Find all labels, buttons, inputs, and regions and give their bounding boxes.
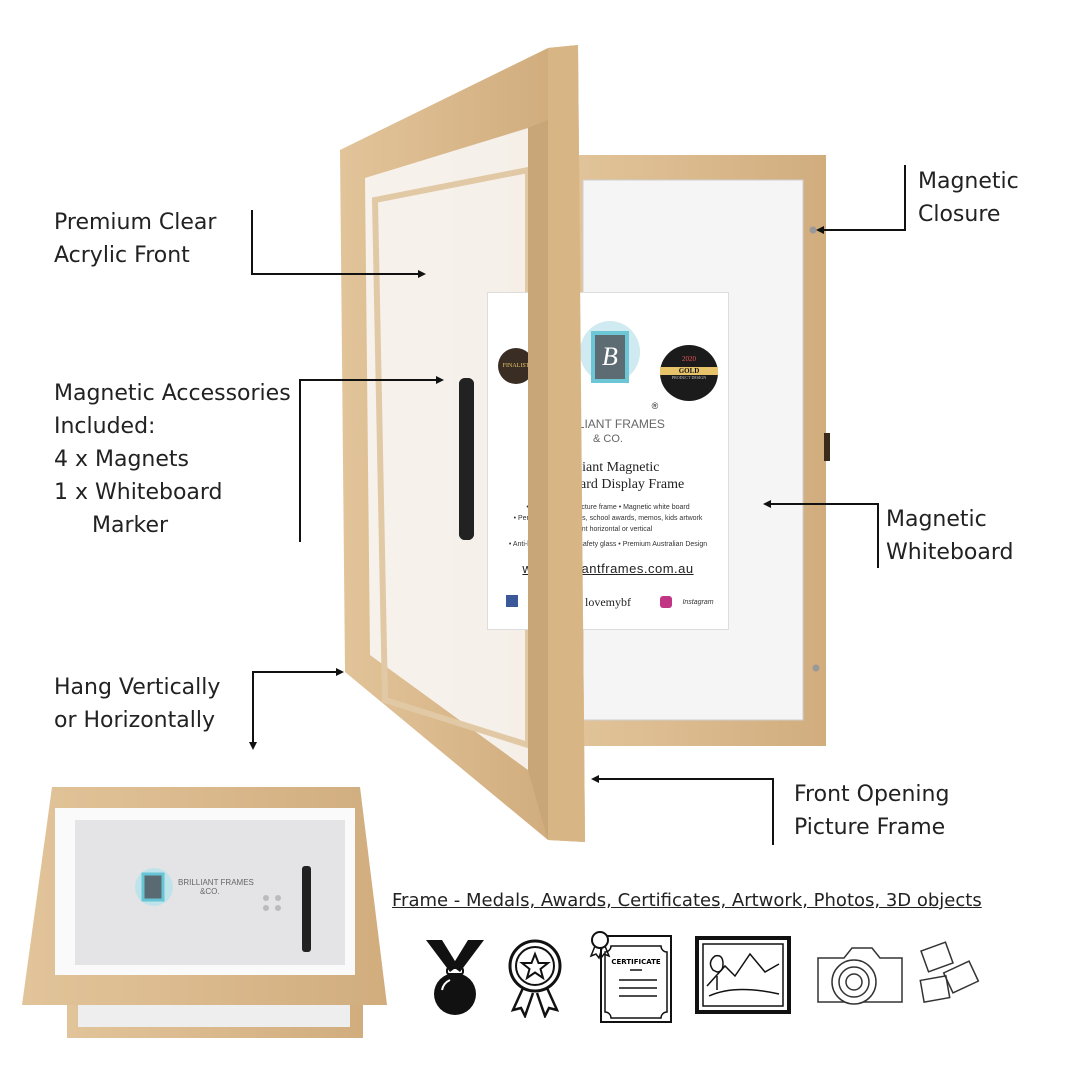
badge-gold: 2020 GOLD PRODUCT DESIGN [660,345,718,401]
small-frame-back-board [78,1005,350,1027]
framed-artwork-icon [695,936,791,1014]
callout-front-opening: Front Opening Picture Frame [794,778,949,844]
small-frame-brand: BRILLIANT FRAMES &CO. [178,878,254,896]
facebook-icon [506,595,518,607]
callout-line: Whiteboard [886,540,1014,565]
small-brand-name: BRILLIANT FRAMES [178,878,254,887]
callout-accessories: Magnetic Accessories Included: 4 x Magne… [54,377,291,542]
callout-line: Premium Clear [54,210,217,235]
certificate-icon: CERTIFICATE [589,931,672,1023]
small-frame-board [75,820,345,965]
registered-mark: ® [651,401,659,411]
logo-letter: B [591,331,629,383]
medal-icon [426,940,484,1015]
callout-line: Front Opening [794,782,950,807]
callout-line: Hang Vertically [54,675,221,700]
poster-title-1: Brilliant Magnetic [556,460,660,475]
poster-bullet: • Perfect for certificates, school award… [513,515,703,522]
callout-line: Closure [918,202,1001,227]
callout-line: Magnetic [918,169,1019,194]
callout-line: or Horizontally [54,708,215,733]
instagram-icon [660,596,672,608]
poster-bullet: • Anti-bacterial acrylic, safety glass •… [508,541,708,548]
badge-gold-text: GOLD [660,367,718,375]
callout-closure: Magnetic Closure [918,165,1019,231]
poster-social: lovemybf [585,595,631,609]
callout-line: Magnetic [886,507,987,532]
badge-sub: PRODUCT DESIGN [671,375,707,380]
callout-line: Included: [54,414,156,439]
callout-line: 4 x Magnets [54,447,189,472]
callout-hang: Hang Vertically or Horizontally [54,671,220,737]
hanger [824,433,830,461]
poster-title-2: Whiteboard Display Frame [531,477,685,492]
callout-line: Marker [92,513,169,538]
callout-line: 1 x Whiteboard [54,480,223,505]
small-brand-suffix: &CO. [200,887,220,896]
badge-finalist: FINALIST [498,348,534,384]
instagram-label: Instagram [682,599,714,606]
magnet-closure [812,664,820,672]
award-ribbon-icon [508,939,562,1018]
poster-bullet: • Front opening picture frame • Magnetic… [526,504,690,511]
callout-line: Acrylic Front [54,243,190,268]
whiteboard-marker [459,378,474,540]
callout-line: Magnetic Accessories [54,381,291,406]
callout-line: Picture Frame [794,815,946,840]
badge-year: 2020 [682,355,696,363]
poster-website: www.brilliantframes.com.au [522,561,694,576]
certificate-label: CERTIFICATE [611,958,661,966]
poster-bullet: • Mount horizontal or vertical [563,526,653,533]
uses-caption: Frame - Medals, Awards, Certificates, Ar… [392,890,982,911]
callout-acrylic-front: Premium Clear Acrylic Front [54,206,216,272]
callout-whiteboard: Magnetic Whiteboard [886,503,1014,569]
brand-poster: B FINALIST 2020 GOLD PRODUCT DESIGN ® BR… [487,292,729,630]
brand-suffix: & CO. [593,433,623,445]
small-marker [302,866,311,952]
brand-name: BRILLIANT FRAMES [551,417,665,431]
magnet-closure [809,226,817,234]
camera-photos-icon [817,941,980,1005]
